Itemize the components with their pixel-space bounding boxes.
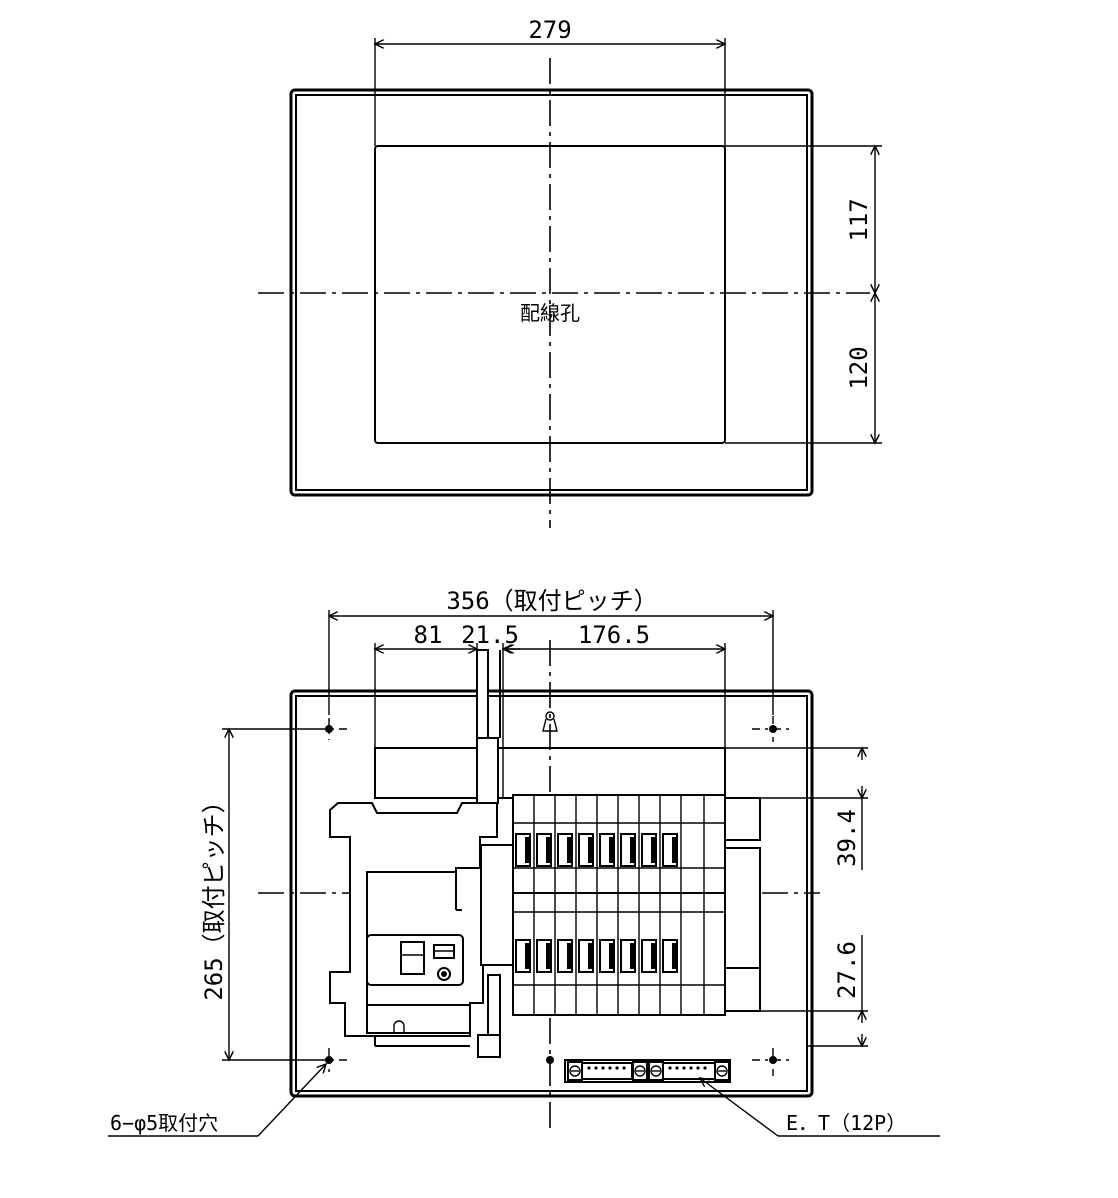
earth-terminal-screw	[682, 1066, 686, 1070]
branch-breakers	[512, 794, 726, 1016]
breaker-block	[512, 794, 726, 1016]
branch-breaker-top-toggle	[588, 837, 593, 863]
mounting-hole-top-left	[318, 718, 350, 740]
earth-terminal-screw	[689, 1066, 693, 1070]
dim-b-label: 21.5	[461, 621, 519, 649]
dim-a-label: 81	[414, 621, 443, 649]
main-breaker	[366, 867, 484, 1034]
wiring-hole-label: 配線孔	[520, 301, 580, 325]
branch-breaker-top-toggle	[651, 837, 656, 863]
dim-upper-label: 117	[845, 198, 873, 241]
mounting-hole-top-right	[752, 716, 790, 742]
main-breaker-handle	[400, 941, 425, 975]
earth-terminal-screw	[703, 1066, 707, 1070]
right-rail	[724, 797, 761, 1012]
branch-breaker-top-toggle	[609, 837, 614, 863]
earth-terminal-screw	[668, 1066, 672, 1070]
branch-breaker-top-toggle	[546, 837, 551, 863]
earth-terminal-screw	[615, 1066, 619, 1070]
dim-pitch-horizontal-label: 356（取付ピッチ）	[446, 587, 657, 615]
top-view: 279 117 120 配線孔	[258, 16, 882, 528]
earth-terminal-label: E．T（12P）	[786, 1111, 906, 1135]
branch-breaker-bottom-toggle	[609, 943, 614, 969]
branch-breaker-top-toggle	[630, 837, 635, 863]
earth-terminal-leader: E．T（12P）	[700, 1078, 940, 1137]
branch-breaker-top-toggle	[525, 837, 530, 863]
dim-top-row-label: 39.4	[833, 809, 861, 867]
branch-breaker-bottom-toggle	[567, 943, 572, 969]
branch-breaker-top-toggle	[567, 837, 572, 863]
earth-terminal-screw	[587, 1066, 591, 1070]
mounting-holes	[318, 716, 790, 1076]
branch-breaker-bottom-toggle	[525, 943, 530, 969]
dim-pitch-vertical-label: 265（取付ピッチ）	[200, 789, 228, 1000]
dim-lower-label: 120	[845, 346, 873, 389]
earth-terminal-block	[564, 1059, 731, 1083]
dim-width-label: 279	[528, 16, 571, 44]
branch-breaker-bottom-toggle	[630, 943, 635, 969]
branch-breaker-top-toggle	[672, 837, 677, 863]
dim-c-label: 176.5	[578, 621, 650, 649]
mounting-hole-bottom-left	[318, 1048, 350, 1072]
branch-breaker-bottom-toggle	[651, 943, 656, 969]
front-view: 356（取付ピッチ） 81 21.5 176.5 265（取付ピッチ） 39.4…	[108, 587, 940, 1137]
branch-breaker-bottom-toggle	[672, 943, 677, 969]
earth-terminal-screw	[601, 1066, 605, 1070]
mounting-hole-bottom-center	[546, 1056, 554, 1064]
earth-terminal-screw	[675, 1066, 679, 1070]
earth-terminal-screw	[594, 1066, 598, 1070]
dim-bottom-row-label: 27.6	[833, 941, 861, 999]
branch-breaker-bottom-toggle	[588, 943, 593, 969]
neutral-busbar	[476, 649, 514, 1058]
branch-breaker-bottom-toggle	[546, 943, 551, 969]
mount-hole-label: 6−φ5取付穴	[110, 1111, 218, 1135]
earth-terminal-screw	[608, 1066, 612, 1070]
mounting-hole-bottom-right	[752, 1048, 790, 1076]
mount-hole-leader: 6−φ5取付穴	[108, 1064, 326, 1137]
keyhole-icon	[542, 711, 558, 732]
earth-terminal-screw	[622, 1066, 626, 1070]
earth-terminal-screw	[696, 1066, 700, 1070]
